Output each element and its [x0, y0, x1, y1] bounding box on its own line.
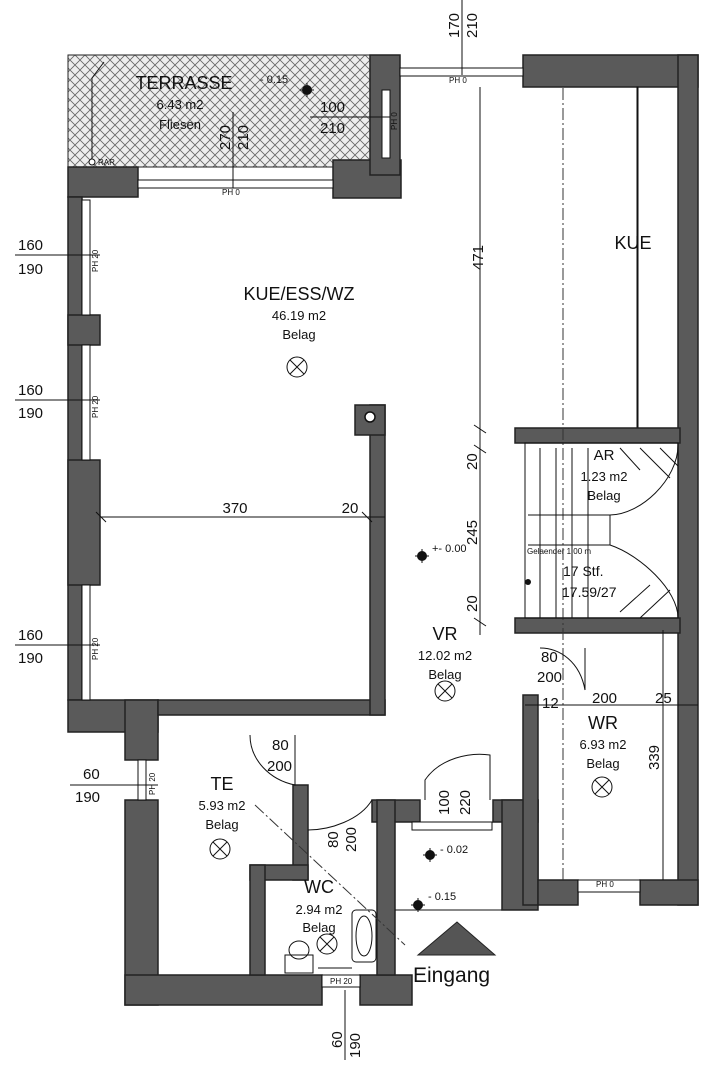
wc-door-h: 200 [343, 827, 360, 852]
terrace-floor: Fliesen [159, 117, 201, 132]
wc-floor: Belag [302, 920, 335, 935]
hallway-level: +- 0.00 [432, 543, 467, 555]
living-area: 46.19 m2 [272, 308, 326, 323]
window-te-w: 60 [83, 766, 100, 783]
level-marker-terrace [300, 83, 314, 97]
storage-name: AR [594, 447, 615, 464]
drain-icon-vr [434, 680, 456, 702]
entrance-arrow-icon [416, 921, 497, 956]
dim-20-a: 20 [342, 500, 359, 517]
te-door-w: 80 [272, 737, 289, 754]
dim-20-c: 20 [464, 595, 481, 612]
window-te-ph: PH 20 [148, 772, 157, 795]
window-wr-ph: PH 0 [596, 880, 614, 889]
dim-200: 200 [592, 690, 617, 707]
window-left3-h: 190 [18, 650, 43, 667]
window-left2-h: 190 [18, 405, 43, 422]
window-left1-ph: PH 20 [91, 249, 100, 272]
terrace-drain-icon [88, 158, 96, 166]
wc-area: 2.94 m2 [296, 902, 343, 917]
kitchen-wall-line [636, 86, 639, 428]
window-wc-w: 60 [329, 1031, 346, 1048]
wr-name: WR [588, 713, 618, 733]
hallway-name: VR [432, 624, 457, 644]
stair-steps-label: 17 Stf. [563, 563, 603, 579]
dim-339: 339 [646, 745, 663, 770]
dim-20-b: 20 [464, 453, 481, 470]
drain-icon-kue [286, 356, 308, 378]
window-left2-ph: PH 20 [91, 395, 100, 418]
window-top-ph: PH 0 [449, 76, 467, 85]
stair-railing-label: Gelaender 1.00 m [527, 547, 591, 556]
sanitary [284, 909, 377, 974]
kitchen-name: KUE [614, 233, 651, 253]
ar-door-w: 80 [541, 649, 558, 666]
wc-door-w: 80 [325, 831, 342, 848]
column-icon [364, 411, 376, 423]
toilet-icon [284, 954, 314, 974]
entry-door-w: 100 [436, 790, 453, 815]
living-floor: Belag [282, 327, 315, 342]
window-left3-w: 160 [18, 627, 43, 644]
dim-245: 245 [464, 520, 481, 545]
window-top-h: 210 [464, 13, 481, 38]
stair-ratio-label: 17.59/27 [562, 584, 617, 600]
te-name: TE [210, 774, 233, 794]
dim-471: 471 [470, 245, 487, 270]
entrance-level-1: - 0.02 [440, 844, 468, 856]
te-door-h: 200 [267, 758, 292, 775]
window-wc-h: 190 [347, 1033, 364, 1058]
side-door-h: 210 [320, 120, 345, 137]
wc-name: WC [304, 877, 334, 897]
hallway-floor: Belag [428, 667, 461, 682]
entry-door-h: 220 [457, 790, 474, 815]
window-left3-ph: PH 20 [91, 637, 100, 660]
drain-icon-te [209, 838, 231, 860]
wr-area: 6.93 m2 [580, 737, 627, 752]
drain-icon-wc [316, 933, 338, 955]
storage-area: 1.23 m2 [581, 469, 628, 484]
wc-cut-line [254, 804, 406, 946]
doors [249, 647, 586, 831]
entrance-label: Eingang [413, 964, 490, 987]
te-area: 5.93 m2 [199, 798, 246, 813]
entrance-level-2: - 0.15 [428, 891, 456, 903]
side-door-ph: PH 0 [390, 112, 399, 130]
ar-door-h: 200 [537, 669, 562, 686]
living-name: KUE/ESS/WZ [243, 284, 354, 304]
drain-icon-wr [591, 776, 613, 798]
terrace-hatch [67, 54, 371, 168]
level-marker-vr [415, 549, 429, 563]
level-marker-entry-1 [423, 848, 437, 862]
window-left2-w: 160 [18, 382, 43, 399]
walls [67, 54, 699, 1006]
window-wc-ph: PH 20 [330, 977, 353, 986]
terrace-door-ph: PH 0 [222, 188, 240, 197]
window-top-w: 170 [446, 13, 463, 38]
dim-12: 12 [542, 695, 559, 712]
window-left1-w: 160 [18, 237, 43, 254]
terrace-name: TERRASSE [135, 73, 232, 93]
terrace-door-w: 270 [217, 125, 234, 150]
wr-floor: Belag [586, 756, 619, 771]
storage-floor: Belag [587, 488, 620, 503]
terrace-level: - 0.15 [260, 74, 288, 86]
terrace-drain-label: RAR [98, 158, 115, 167]
terrace-door-h: 210 [235, 125, 252, 150]
dim-25: 25 [655, 690, 672, 707]
washbasin-icon [351, 909, 377, 963]
window-te-h: 190 [75, 789, 100, 806]
hallway-area: 12.02 m2 [418, 648, 472, 663]
drain-symbols [209, 356, 613, 955]
terrace-area: 6.43 m2 [157, 97, 204, 112]
window-left1-h: 190 [18, 261, 43, 278]
terrace-drain-line [91, 61, 105, 162]
dimension-lines [15, 0, 698, 1060]
te-floor: Belag [205, 817, 238, 832]
side-door-w: 100 [320, 99, 345, 116]
dim-370: 370 [222, 500, 247, 517]
staircase [524, 442, 679, 619]
